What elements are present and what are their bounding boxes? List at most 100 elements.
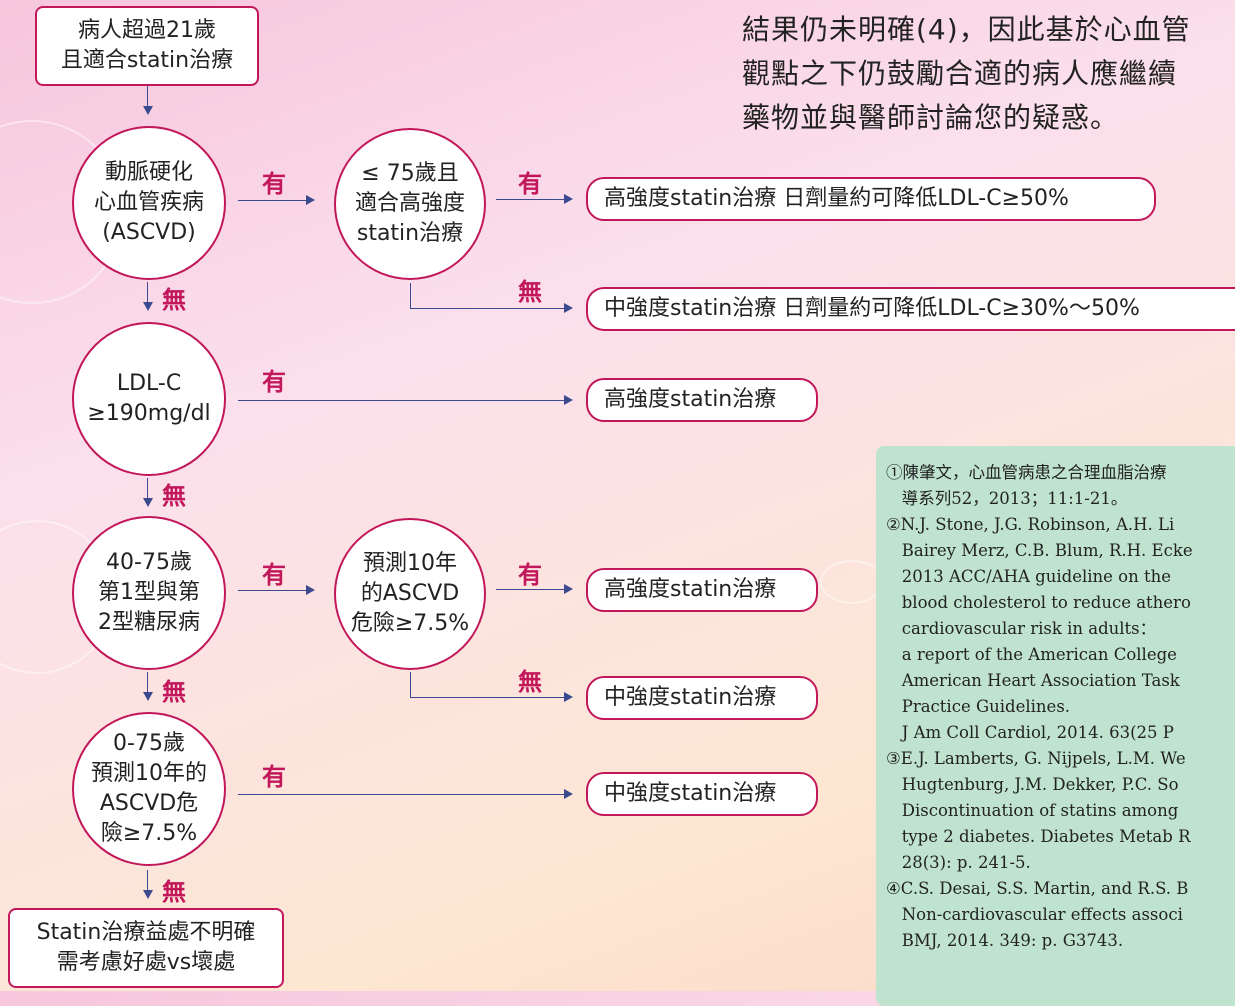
arrow-right: [564, 303, 573, 313]
node-text: 險≥7.5%: [100, 821, 198, 846]
connector: [410, 697, 566, 698]
node-text: 適合高強度: [354, 191, 465, 216]
arrow-right: [564, 194, 573, 204]
node-text: statin治療: [356, 221, 464, 246]
node-text: 且適合statin治療: [60, 48, 234, 73]
node-text: 預測10年的: [91, 761, 207, 786]
yes-label: 有: [518, 561, 542, 589]
top-note-line: 藥物並與醫師討論您的疑惑。: [742, 101, 1120, 134]
node-text: 第1型與第: [98, 580, 200, 605]
node-text: (ASCVD): [102, 220, 196, 245]
arrow-down: [143, 498, 153, 507]
no-label: 無: [162, 286, 186, 314]
reference-line: Practice Guidelines.: [886, 697, 1071, 716]
outcome-moderate-intensity: 中強度statin治療: [586, 772, 818, 816]
connector: [147, 870, 148, 892]
yes-label: 有: [262, 763, 286, 791]
connector: [496, 199, 566, 200]
references-panel: ①陳肇文，心血管病患之合理血脂治療 導系列52，2013；11:1-21。 ②N…: [876, 446, 1235, 1006]
no-label: 無: [162, 678, 186, 706]
reference-line: American Heart Association Task: [886, 671, 1180, 690]
node-text: 危險≥7.5%: [350, 611, 470, 636]
decorative-swirl: [820, 560, 884, 604]
arrow-down: [143, 106, 153, 115]
reference-line: a report of the American College: [886, 645, 1177, 664]
reference-line: Hugtenburg, J.M. Dekker, P.C. So: [886, 775, 1179, 794]
no-label: 無: [518, 278, 542, 306]
outcome-moderate-intensity-30-50: 中強度statin治療 日劑量約可降低LDL-C≥30%～50%: [586, 287, 1235, 331]
reference-line: ②N.J. Stone, J.G. Robinson, A.H. Li: [886, 515, 1175, 534]
start-node: 病人超過21歲 且適合statin治療: [35, 6, 259, 86]
reference-line: Discontinuation of statins among: [886, 801, 1179, 820]
arrow-right: [564, 584, 573, 594]
node-text: 40-75歲: [106, 550, 192, 575]
no-label: 無: [162, 878, 186, 906]
arrow-right: [306, 585, 315, 595]
top-note-line: 觀點之下仍鼓勵合適的病人應繼續: [742, 57, 1178, 90]
yes-label: 有: [518, 170, 542, 198]
yes-label: 有: [262, 368, 286, 396]
reference-line: cardiovascular risk in adults：: [886, 619, 1157, 638]
outcome-high-intensity: 高強度statin治療: [586, 568, 818, 612]
reference-line: ④C.S. Desai, S.S. Martin, and R.S. B: [886, 879, 1189, 898]
reference-line: ③E.J. Lamberts, G. Nijpels, L.M. We: [886, 749, 1186, 768]
reference-line: Non-cardiovascular effects associ: [886, 905, 1183, 924]
node-text: 2型糖尿病: [98, 610, 200, 635]
connector: [410, 283, 411, 308]
reference-line: type 2 diabetes. Diabetes Metab R: [886, 827, 1191, 846]
node-text: ASCVD危: [99, 791, 199, 816]
node-text: 預測10年: [363, 551, 457, 576]
node-text: 0-75歲: [113, 731, 185, 756]
connector: [147, 86, 148, 108]
node-text: 心血管疾病: [93, 190, 204, 215]
age0-75-node: 0-75歲 預測10年的 ASCVD危 險≥7.5%: [72, 712, 226, 866]
outcome-moderate-intensity: 中強度statin治療: [586, 676, 818, 720]
connector: [238, 794, 566, 795]
reference-line: J Am Coll Cardiol, 2014. 63(25 P: [886, 723, 1174, 742]
yes-label: 有: [262, 170, 286, 198]
connector: [410, 308, 566, 309]
connector: [147, 672, 148, 694]
top-note: 結果仍未明確(4)，因此基於心血管 觀點之下仍鼓勵合適的病人應繼續 藥物並與醫師…: [742, 8, 1191, 140]
node-text: ≤ 75歲且: [361, 161, 459, 186]
reference-line: 28(3): p. 241-5.: [886, 853, 1031, 872]
connector: [410, 672, 411, 697]
arrow-right: [564, 789, 573, 799]
reference-line: 2013 ACC/AHA guideline on the: [886, 567, 1171, 586]
diabetes-node: 40-75歲 第1型與第 2型糖尿病: [72, 516, 226, 670]
yes-label: 有: [262, 561, 286, 589]
outcome-high-intensity-50: 高強度statin治療 日劑量約可降低LDL-C≥50%: [586, 177, 1156, 221]
age75-node: ≤ 75歲且 適合高強度 statin治療: [334, 128, 486, 280]
connector: [147, 282, 148, 304]
arrow-right: [564, 395, 573, 405]
node-text: 需考慮好處vs壞處: [56, 950, 236, 975]
reference-line: 導系列52，2013；11:1-21。: [886, 489, 1128, 508]
risk10-node: 預測10年 的ASCVD 危險≥7.5%: [334, 518, 486, 670]
no-label: 無: [518, 668, 542, 696]
reference-line: Bairey Merz, C.B. Blum, R.H. Ecke: [886, 541, 1193, 560]
connector: [147, 478, 148, 500]
arrow-right: [306, 195, 315, 205]
top-note-line: 結果仍未明確(4)，因此基於心血管: [742, 13, 1191, 46]
ascvd-node: 動脈硬化 心血管疾病 (ASCVD): [72, 126, 226, 280]
reference-line: ①陳肇文，心血管病患之合理血脂治療: [886, 463, 1167, 482]
node-text: Statin治療益處不明確: [36, 920, 256, 945]
ldl-node: LDL-C ≥190mg/dl: [72, 322, 226, 476]
reference-line: blood cholesterol to reduce athero: [886, 593, 1191, 612]
node-text: LDL-C: [116, 371, 182, 396]
node-text: 病人超過21歲: [78, 18, 216, 43]
end-node: Statin治療益處不明確 需考慮好處vs壞處: [8, 908, 284, 988]
arrow-down: [143, 890, 153, 899]
connector: [238, 590, 308, 591]
connector: [238, 200, 308, 201]
connector: [496, 589, 566, 590]
node-text: ≥190mg/dl: [87, 401, 211, 426]
node-text: 的ASCVD: [360, 581, 460, 606]
no-label: 無: [162, 482, 186, 510]
arrow-down: [143, 692, 153, 701]
arrow-right: [564, 692, 573, 702]
connector: [238, 400, 566, 401]
arrow-down: [143, 302, 153, 311]
reference-line: BMJ, 2014. 349: p. G3743.: [886, 931, 1124, 950]
outcome-high-intensity: 高強度statin治療: [586, 378, 818, 422]
